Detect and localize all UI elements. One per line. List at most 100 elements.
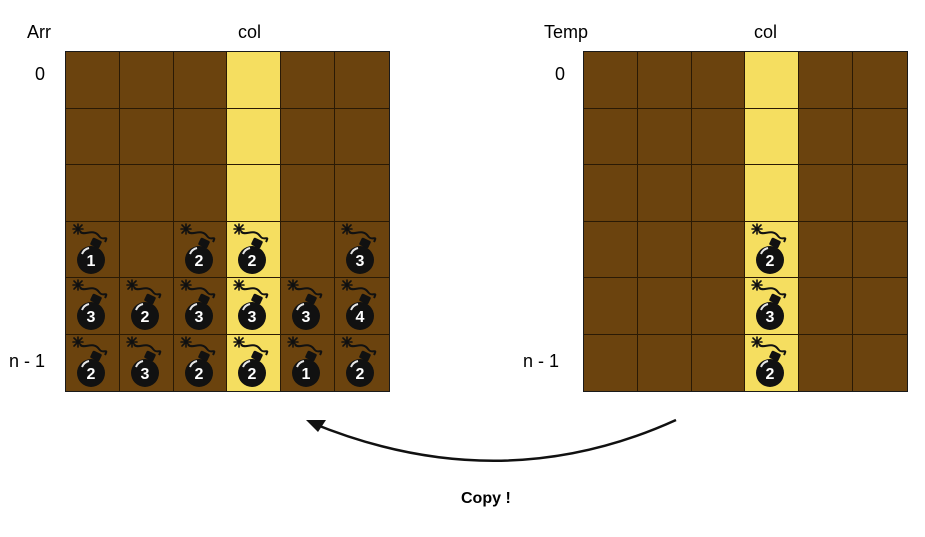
grid-cell: 1 xyxy=(281,334,336,391)
bomb-icon: 4 xyxy=(341,279,377,330)
grid-cell xyxy=(637,52,692,109)
temp-col-label: col xyxy=(754,22,778,42)
grid-cell xyxy=(853,334,907,391)
bomb-icon: 2 xyxy=(233,222,269,274)
bomb-icon: 3 xyxy=(341,222,377,274)
bomb-icon: 1 xyxy=(72,222,108,274)
bomb-count: 1 xyxy=(302,366,311,383)
bomb-count: 2 xyxy=(356,366,365,383)
grid-cell: 3 xyxy=(335,221,389,278)
grid-cell xyxy=(745,52,800,109)
grid-cell: 3 xyxy=(173,278,228,335)
grid-cell xyxy=(637,278,692,335)
bomb-count: 3 xyxy=(87,309,96,326)
grid-cell xyxy=(853,165,907,222)
grid-cell xyxy=(691,165,746,222)
bomb-icon: 3 xyxy=(751,279,787,330)
bomb-count: 2 xyxy=(194,253,203,270)
arr-row-top-label: 0 xyxy=(35,64,46,84)
bomb-icon: 3 xyxy=(126,335,162,387)
bomb-count: 2 xyxy=(194,366,203,383)
grid-cell xyxy=(584,334,638,391)
grid-cell xyxy=(281,221,336,278)
bomb-count: 4 xyxy=(356,309,365,326)
grid-cell: 2 xyxy=(335,334,389,391)
bomb-count: 1 xyxy=(87,253,96,270)
grid-cell: 2 xyxy=(227,221,282,278)
grid-cell xyxy=(584,165,638,222)
grid-cell xyxy=(745,108,800,165)
grid-cell: 3 xyxy=(66,278,120,335)
grid-cell xyxy=(691,108,746,165)
bomb-icon: 2 xyxy=(179,335,215,387)
grid-cell xyxy=(799,108,854,165)
grid-cell xyxy=(584,278,638,335)
grid-cell: 4 xyxy=(335,278,389,335)
arr-title: Arr xyxy=(27,22,51,42)
grid-cell xyxy=(281,52,336,109)
bomb-icon: 2 xyxy=(751,222,787,274)
bomb-count: 3 xyxy=(140,366,149,383)
grid-cell xyxy=(637,334,692,391)
bomb-icon: 3 xyxy=(179,279,215,330)
grid-cell: 3 xyxy=(227,278,282,335)
bomb-icon: 3 xyxy=(287,279,323,330)
grid-cell xyxy=(637,221,692,278)
grid-cell xyxy=(853,108,907,165)
bomb-icon: 2 xyxy=(233,335,269,387)
bomb-count: 3 xyxy=(248,309,257,326)
grid-cell xyxy=(227,52,282,109)
grid-cell xyxy=(227,165,282,222)
grid-cell xyxy=(66,165,120,222)
grid-cell xyxy=(281,108,336,165)
grid-cell: 2 xyxy=(173,221,228,278)
grid-cell xyxy=(173,108,228,165)
grid-cell xyxy=(799,52,854,109)
bomb-count: 2 xyxy=(248,253,257,270)
bomb-icon: 2 xyxy=(341,335,377,387)
temp-row-bottom-label: n - 1 xyxy=(523,351,560,371)
grid-cell: 3 xyxy=(281,278,336,335)
grid-cell xyxy=(799,278,854,335)
bomb-count: 3 xyxy=(766,309,775,326)
grid-cell xyxy=(119,165,174,222)
temp-row-top-label: 0 xyxy=(555,64,566,84)
bomb-count: 2 xyxy=(766,253,775,270)
grid-cell xyxy=(799,165,854,222)
bomb-count: 2 xyxy=(87,366,96,383)
grid-cell xyxy=(584,108,638,165)
grid-cell: 2 xyxy=(227,334,282,391)
grid-cell xyxy=(799,334,854,391)
grid-cell xyxy=(335,52,389,109)
grid-cell xyxy=(853,221,907,278)
grid-cell: 2 xyxy=(745,221,800,278)
grid-cell xyxy=(173,165,228,222)
bomb-icon: 3 xyxy=(233,279,269,330)
grid-cell xyxy=(637,165,692,222)
grid-cell xyxy=(584,52,638,109)
grid-cell xyxy=(799,221,854,278)
arr-row-bottom-label: n - 1 xyxy=(9,351,46,371)
grid-cell xyxy=(691,52,746,109)
grid-cell xyxy=(281,165,336,222)
grid-cell xyxy=(66,108,120,165)
grid-cell: 3 xyxy=(745,278,800,335)
grid-cell xyxy=(691,221,746,278)
bomb-count: 2 xyxy=(140,309,149,326)
grid-cell xyxy=(119,221,174,278)
bomb-icon: 2 xyxy=(126,279,162,330)
grid-cell xyxy=(119,52,174,109)
arr-col-label: col xyxy=(238,22,262,42)
bomb-icon: 2 xyxy=(751,335,787,387)
bomb-count: 2 xyxy=(766,366,775,383)
grid-cell xyxy=(691,278,746,335)
temp-title: Temp xyxy=(544,22,589,42)
temp-grid: 2 3 2 xyxy=(583,51,908,392)
grid-cell: 3 xyxy=(119,334,174,391)
bomb-count: 3 xyxy=(302,309,311,326)
bomb-icon: 2 xyxy=(72,335,108,387)
bomb-icon: 3 xyxy=(72,279,108,330)
grid-cell xyxy=(335,108,389,165)
